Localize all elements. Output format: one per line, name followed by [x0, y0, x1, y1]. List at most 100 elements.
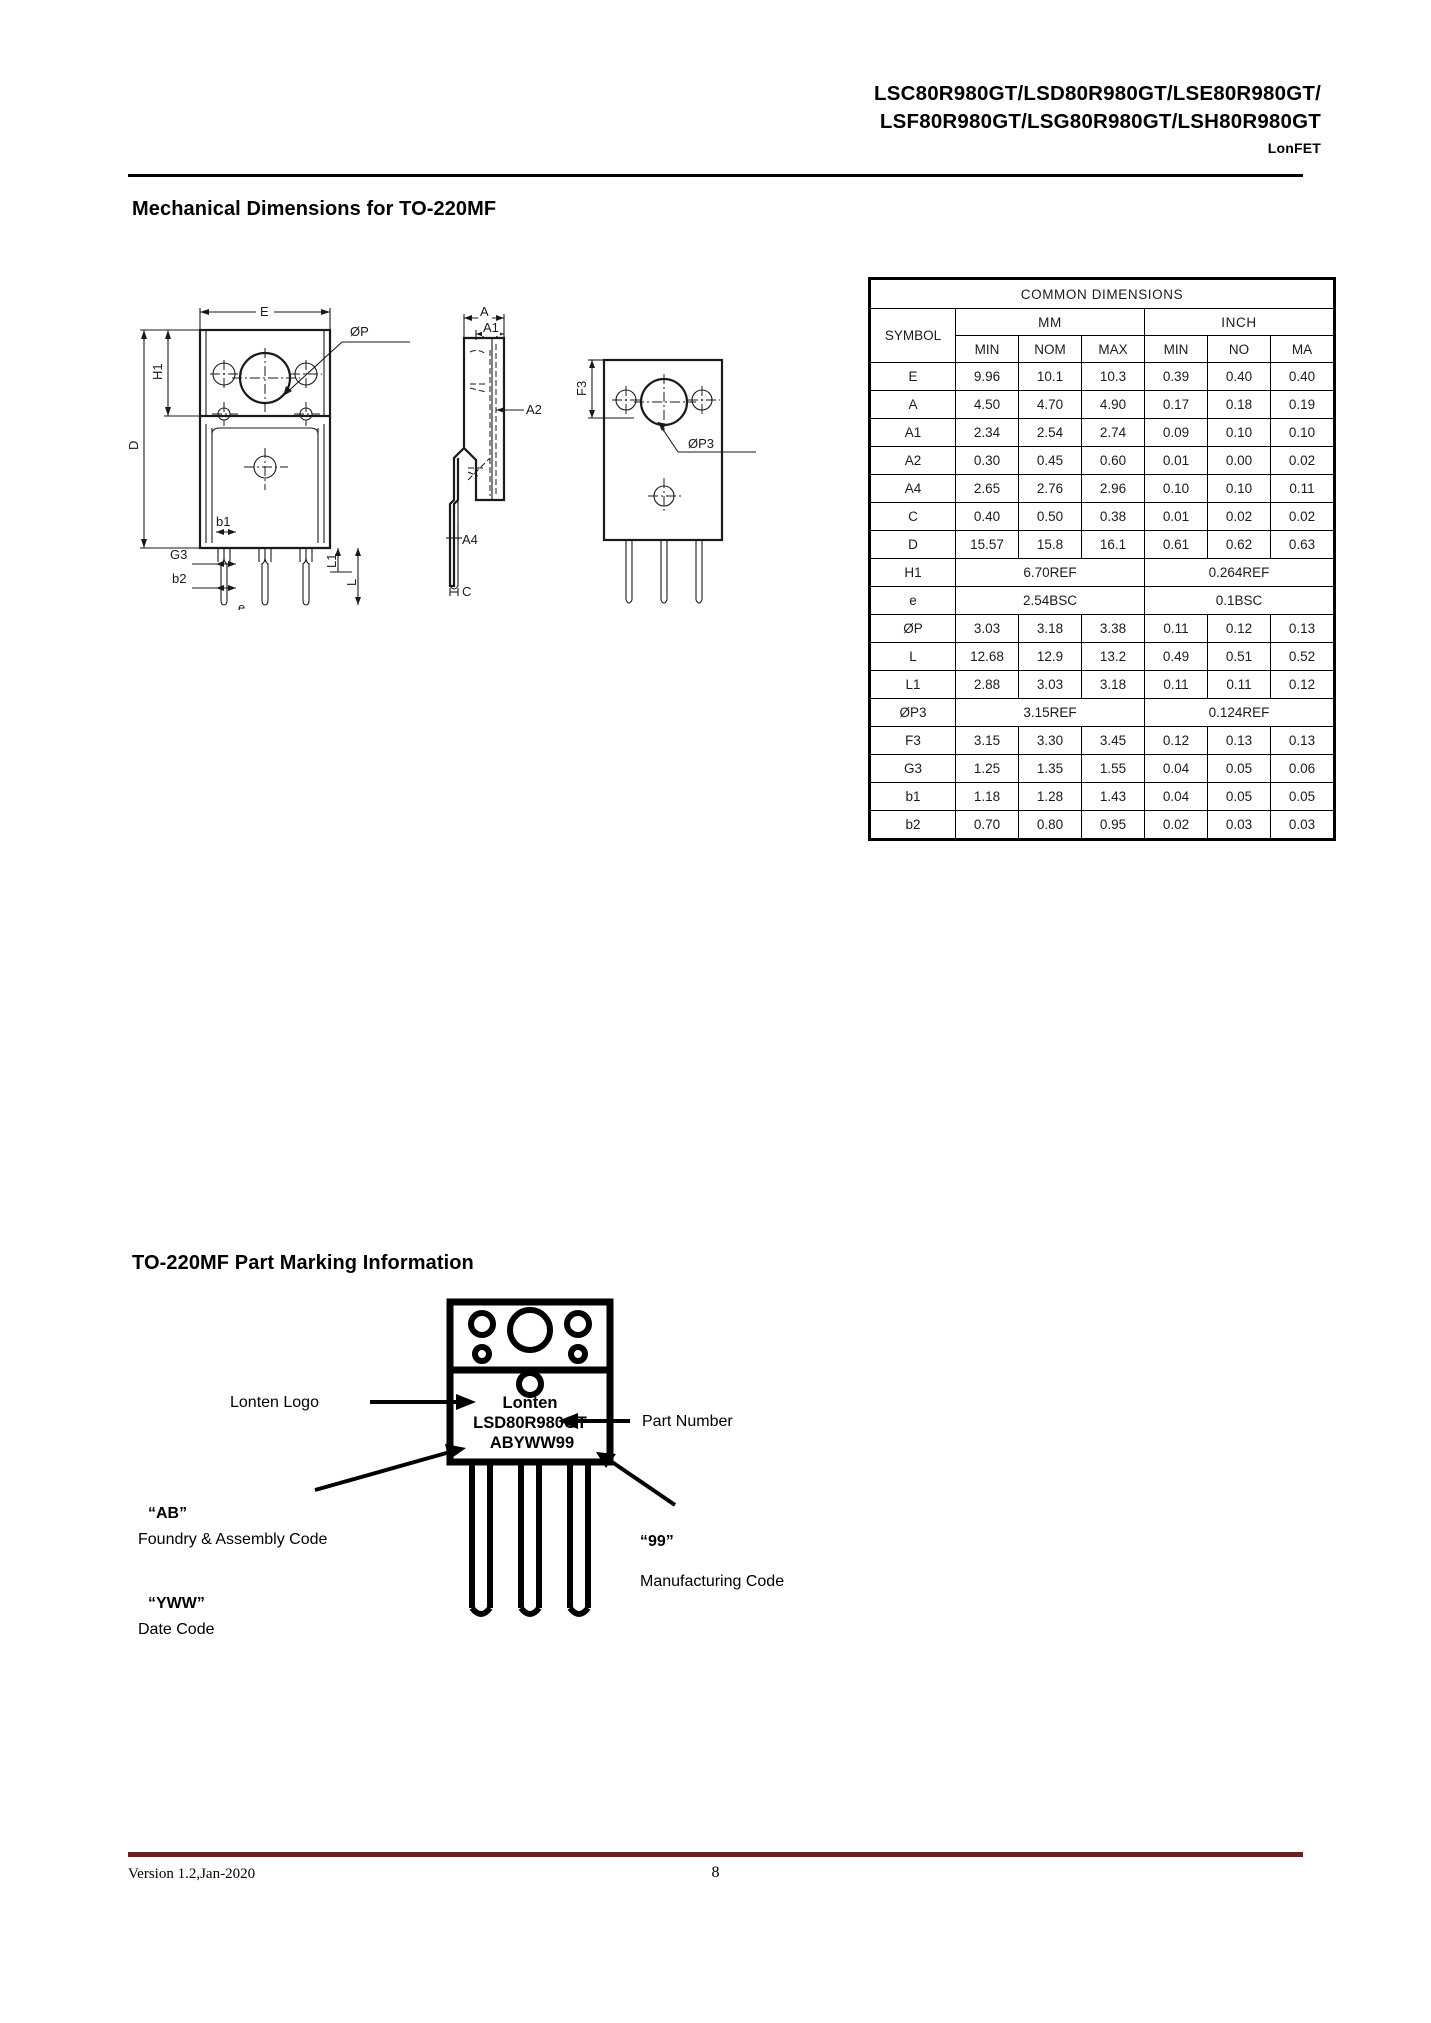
cell-value-span: 6.70REF: [955, 558, 1145, 587]
dim-label-G3: G3: [170, 547, 187, 562]
cell-value: 0.51: [1207, 642, 1271, 671]
cell-symbol: A4: [869, 474, 956, 503]
dim-label-OP3: ØP3: [688, 436, 714, 451]
footer-version: Version 1.2,Jan-2020: [128, 1866, 256, 1882]
section-title-mechanical-dimensions: Mechanical Dimensions for TO-220MF: [132, 198, 497, 220]
cell-value: 0.30: [955, 446, 1019, 475]
header-part-line-2: LSF80R980GT/LSG80R980GT/LSH80R980GT: [879, 110, 1321, 133]
cell-value: 0.09: [1144, 418, 1208, 447]
cell-value: 3.18: [1018, 614, 1082, 643]
cell-value: 0.12: [1144, 726, 1208, 755]
cell-symbol: H1: [869, 558, 956, 587]
callout-logo-label: Lonten Logo: [230, 1394, 319, 1411]
cell-value-span: 0.124REF: [1144, 698, 1335, 727]
cell-value: 0.10: [1144, 474, 1208, 503]
cell-value-span: 2.54BSC: [955, 586, 1145, 615]
cell-value: 0.11: [1144, 614, 1208, 643]
cell-symbol: L: [869, 642, 956, 671]
cell-value: 0.13: [1270, 614, 1335, 643]
table-subheader-row: MIN NOM MAX MIN NO MA: [870, 335, 1335, 363]
col-header-symbol: SYMBOL: [869, 308, 956, 363]
header-part-line-1: LSC80R980GT/LSD80R980GT/LSE80R980GT/: [874, 82, 1321, 105]
cell-value: 0.18: [1207, 390, 1271, 419]
cell-value: 1.28: [1018, 782, 1082, 811]
cell-value: 3.03: [1018, 670, 1082, 699]
cell-value: 2.54: [1018, 418, 1082, 447]
cell-value: 3.03: [955, 614, 1019, 643]
cell-value: 3.38: [1081, 614, 1145, 643]
table-group-row: SYMBOL MM INCH: [869, 308, 1335, 363]
cell-value: 1.18: [955, 782, 1019, 811]
cell-symbol: E: [869, 362, 956, 391]
cell-value: 9.96: [955, 362, 1019, 391]
callout-ab-description: Foundry & Assembly Code: [138, 1531, 328, 1548]
col-header-inch-max: MA: [1270, 335, 1335, 363]
col-header-mm-max: MAX: [1081, 335, 1145, 363]
footer-divider: [128, 1852, 1303, 1857]
dim-label-b2: b2: [172, 571, 186, 586]
col-header-mm-min: MIN: [955, 335, 1019, 363]
cell-value: 0.11: [1270, 474, 1335, 503]
callout-99-description: Manufacturing Code: [640, 1573, 784, 1590]
header-brand: LonFET: [1267, 140, 1321, 156]
dim-label-L: L: [344, 579, 359, 586]
cell-value: 0.70: [955, 810, 1019, 840]
cell-value: 0.12: [1270, 670, 1335, 699]
cell-value: 0.02: [1270, 502, 1335, 531]
header-part-numbers: LSC80R980GT/LSD80R980GT/LSE80R980GT/ LSF…: [874, 80, 1321, 136]
cell-value: 0.49: [1144, 642, 1208, 671]
cell-value: 0.40: [1270, 362, 1335, 391]
cell-symbol: b1: [869, 782, 956, 811]
cell-symbol: A2: [869, 446, 956, 475]
cell-value: 2.65: [955, 474, 1019, 503]
cell-value: 0.11: [1144, 670, 1208, 699]
section-title-part-marking: TO-220MF Part Marking Information: [132, 1252, 474, 1274]
cell-value: 0.62: [1207, 530, 1271, 559]
dim-label-A: A: [480, 304, 489, 319]
callout-99-code: “99”: [640, 1533, 674, 1550]
cell-value: 0.80: [1018, 810, 1082, 840]
cell-symbol: e: [869, 586, 956, 615]
dim-label-A1: A1: [483, 320, 499, 335]
cell-symbol: b2: [869, 810, 956, 840]
cell-value: 1.25: [955, 754, 1019, 783]
cell-value: 1.43: [1081, 782, 1145, 811]
cell-symbol: ØP3: [869, 698, 956, 727]
cell-value: 3.45: [1081, 726, 1145, 755]
cell-symbol: L1: [869, 670, 956, 699]
cell-value-span: 0.1BSC: [1144, 586, 1335, 615]
footer-page-number: 8: [711, 1864, 720, 1881]
common-dimensions-table: COMMON DIMENSIONS SYMBOL MM INCH MIN NOM…: [868, 277, 1336, 841]
header-divider: [128, 174, 1303, 177]
col-group-mm: MM: [955, 308, 1145, 336]
cell-value: 0.03: [1270, 810, 1335, 840]
cell-value: 3.30: [1018, 726, 1082, 755]
cell-value: 0.40: [955, 502, 1019, 531]
cell-value: 13.2: [1081, 642, 1145, 671]
drawing-side-view: A A1 A2 A4 C: [446, 304, 542, 599]
col-header-inch-min: MIN: [1144, 335, 1208, 363]
cell-value: 0.60: [1081, 446, 1145, 475]
col-header-mm-nom: NOM: [1018, 335, 1082, 363]
cell-value: 0.61: [1144, 530, 1208, 559]
chip-marking-line-2: LSD80R980GT: [473, 1414, 587, 1432]
cell-value: 0.39: [1144, 362, 1208, 391]
cell-value: 12.9: [1018, 642, 1082, 671]
cell-value: 0.02: [1144, 810, 1208, 840]
table-title: COMMON DIMENSIONS: [869, 278, 1335, 309]
cell-symbol: D: [869, 530, 956, 559]
cell-value: 0.63: [1270, 530, 1335, 559]
cell-value: 0.00: [1207, 446, 1271, 475]
cell-value: 4.90: [1081, 390, 1145, 419]
